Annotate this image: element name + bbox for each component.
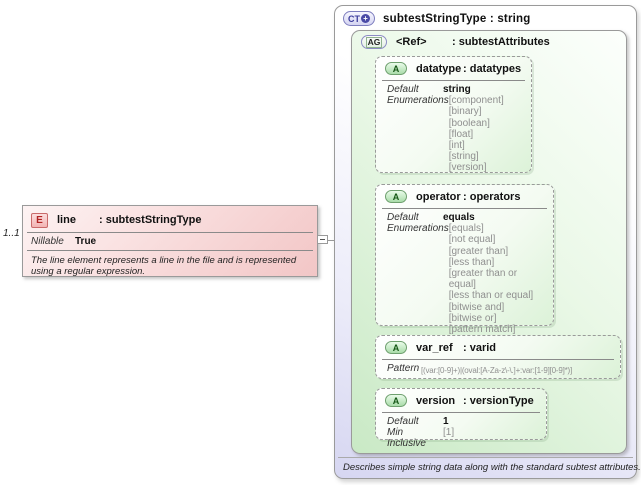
complextype-icon: CT + <box>343 11 375 26</box>
pattern-label: Pattern <box>387 363 420 374</box>
attribute-group-type: : subtestAttributes <box>452 36 550 48</box>
default-value: 1 <box>443 416 449 427</box>
attribute-icon: A <box>385 190 407 203</box>
default-value: equals <box>443 212 475 223</box>
element-icon: E <box>31 212 48 228</box>
default-label: Default <box>387 84 419 95</box>
attribute-box-operator[interactable]: A operator : operators Default equals En… <box>375 184 554 335</box>
attribute-header: A operator : operators <box>376 185 553 205</box>
default-label: Default <box>387 416 419 427</box>
enum-value: [int] <box>448 140 465 152</box>
divider <box>382 359 614 360</box>
element-box-line[interactable]: E line : subtestStringType Nillable True… <box>22 205 318 277</box>
element-name: line <box>57 214 76 226</box>
enumeration-values: [equals][not equal][greater than][less t… <box>449 223 547 335</box>
attribute-name: var_ref <box>416 341 453 354</box>
attribute-group-icon-label: AG <box>365 36 383 48</box>
attribute-box-version[interactable]: A version : versionType Default 1 Min In… <box>375 388 547 449</box>
collapse-toggle-icon[interactable] <box>317 235 328 244</box>
attribute-type: : datatypes <box>463 62 522 75</box>
enum-value: [greater than] <box>448 245 509 257</box>
enum-value: [version] <box>448 162 487 174</box>
enum-value: [component] <box>448 95 504 107</box>
divider <box>382 412 540 413</box>
attribute-group-name: <Ref> <box>396 36 427 48</box>
enumeration-values: [component][binary][boolean][float][int]… <box>449 95 504 173</box>
enum-value: [binary] <box>448 106 482 118</box>
enumerations-row: Enumerations [equals][not equal][greater… <box>387 223 547 335</box>
attribute-group-icon: AG <box>361 35 387 49</box>
enum-value: [less than] <box>448 256 495 268</box>
element-description: The line element represents a line in th… <box>31 255 297 277</box>
attribute-name: version <box>416 394 456 407</box>
enum-value: [equals] <box>448 223 484 235</box>
plus-icon: + <box>361 14 370 23</box>
default-label: Default <box>387 212 419 223</box>
enum-value: [boolean] <box>448 117 490 129</box>
element-header: E line : subtestStringType <box>23 206 317 230</box>
divider <box>382 80 525 81</box>
min-inclusive-row: Min Inclusive [1] <box>387 427 540 449</box>
default-row: Default string <box>387 84 525 95</box>
attribute-header: A datatype : datatypes <box>376 57 531 77</box>
attribute-name: operator <box>416 190 461 203</box>
nillable-row: Nillable True <box>23 235 317 248</box>
divider <box>382 208 547 209</box>
complextype-title: subtestStringType : string <box>383 12 531 25</box>
complextype-annotation: Describes simple string data along with … <box>343 462 641 473</box>
complextype-box-subtestStringType[interactable]: CT + subtestStringType : string AG <Ref>… <box>334 5 641 479</box>
attribute-icon: A <box>385 62 407 75</box>
attribute-icon: A <box>385 341 407 354</box>
attribute-header: A version : versionType <box>376 389 546 409</box>
cardinality-label: 1..1 <box>3 228 20 239</box>
default-row: Default equals <box>387 212 547 223</box>
enum-value: [bitwise or] <box>448 312 497 324</box>
default-value: string <box>443 84 471 95</box>
attribute-type: : versionType <box>463 394 534 407</box>
pattern-value: [(var:[0-9]+)|(oval:[A-Za-z\-\.]+:var:[1… <box>421 366 573 375</box>
enum-value: [greater than or equal] <box>448 268 518 291</box>
complextype-icon-label: CT <box>348 13 360 24</box>
attribute-group-header: AG <Ref> : subtestAttributes <box>361 35 550 49</box>
enum-value: [bitwise and] <box>448 301 505 313</box>
attribute-group-box[interactable]: AG <Ref> : subtestAttributes A datatype … <box>351 30 627 454</box>
min-inclusive-label: Min Inclusive <box>387 427 426 450</box>
attribute-type: : operators <box>463 190 521 203</box>
nillable-value: True <box>75 236 97 247</box>
divider <box>338 457 633 458</box>
complextype-header: CT + subtestStringType : string <box>343 11 530 26</box>
attribute-icon: A <box>385 394 407 407</box>
divider <box>27 250 313 251</box>
enumerations-label: Enumerations <box>387 95 449 107</box>
enum-value: [pattern match] <box>448 324 516 336</box>
attribute-header: A var_ref : varid <box>376 336 620 356</box>
enum-value: [less than or equal] <box>448 290 534 302</box>
enumerations-row: Enumerations [component][binary][boolean… <box>387 95 525 173</box>
divider <box>27 232 313 233</box>
enumerations-label: Enumerations <box>387 223 449 235</box>
default-row: Default 1 <box>387 416 540 427</box>
enum-value: [float] <box>448 128 474 140</box>
attribute-name: datatype <box>416 62 462 75</box>
enum-value: [string] <box>448 151 479 163</box>
attribute-box-var-ref[interactable]: A var_ref : varid Pattern [(var:[0-9]+)|… <box>375 335 621 379</box>
pattern-row: Pattern [(var:[0-9]+)|(oval:[A-Za-z\-\.]… <box>387 363 614 376</box>
enum-value: [not equal] <box>448 234 496 246</box>
attribute-type: : varid <box>463 341 497 354</box>
element-type: : subtestStringType <box>99 214 202 226</box>
attribute-box-datatype[interactable]: A datatype : datatypes Default string En… <box>375 56 532 173</box>
nillable-label: Nillable <box>31 236 64 247</box>
min-inclusive-value: [1] <box>443 427 455 439</box>
